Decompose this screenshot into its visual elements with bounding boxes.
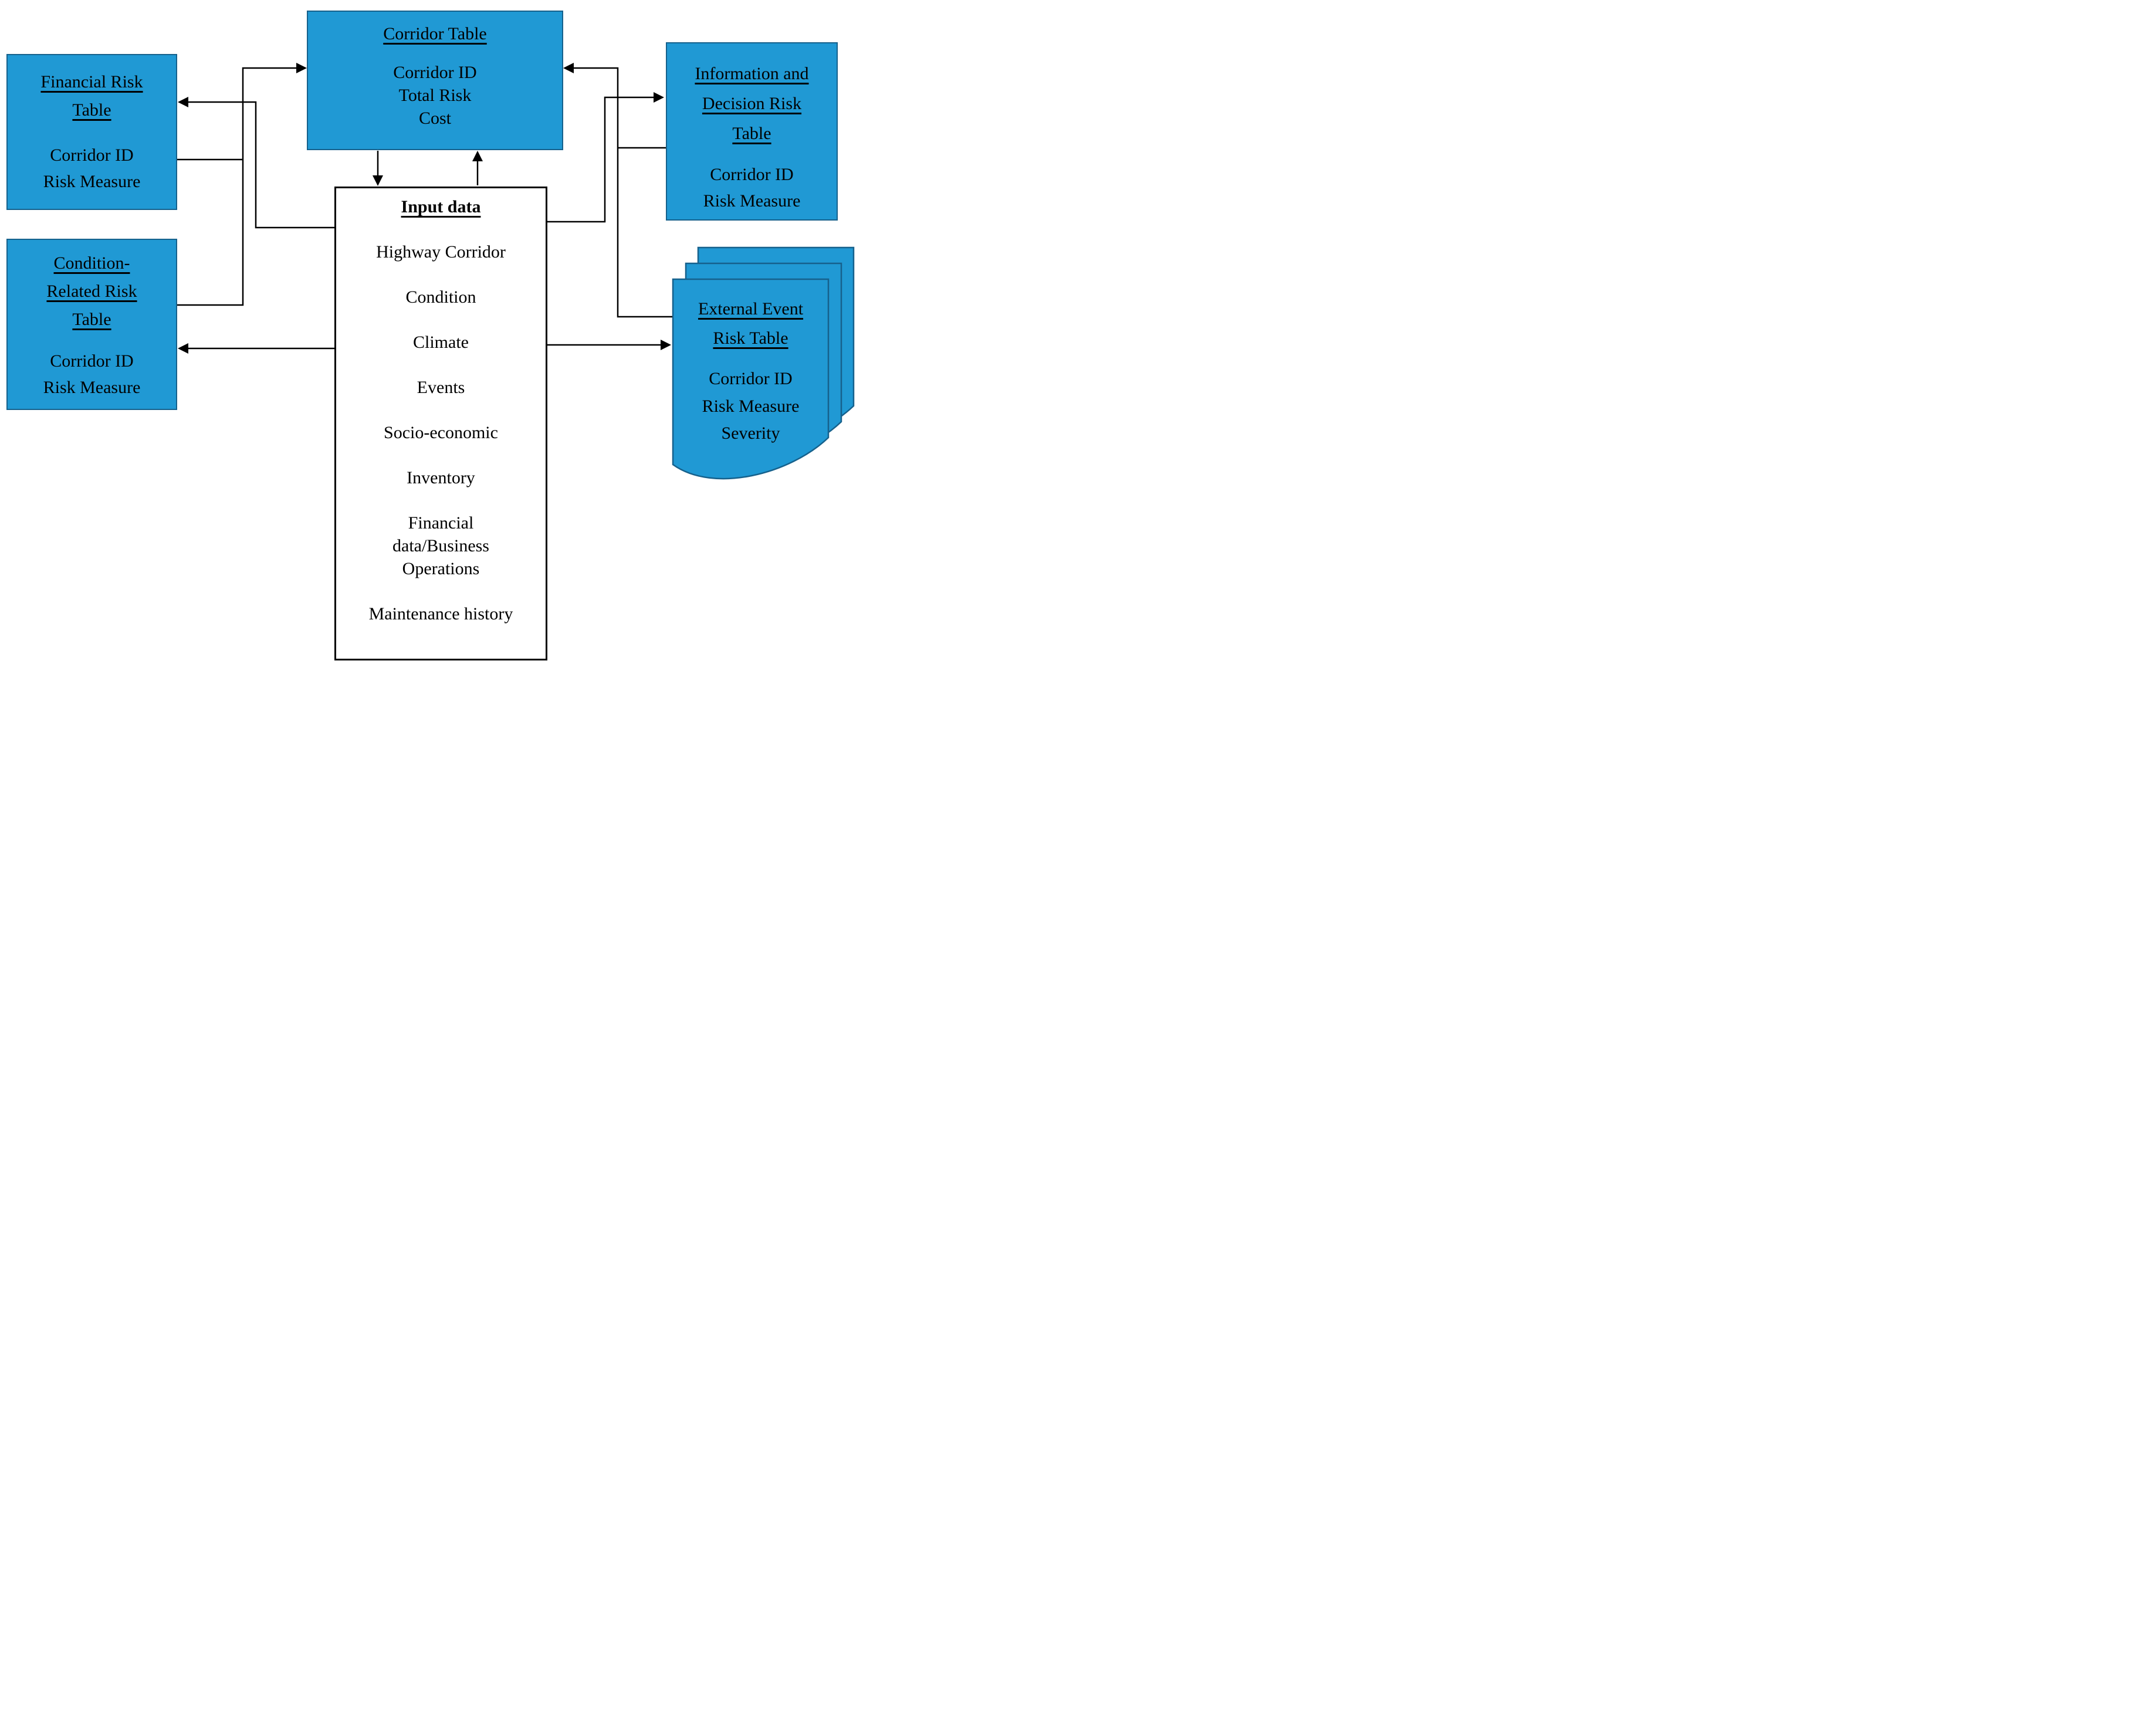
box-field: Risk Measure [702, 396, 800, 416]
external-event-risk-table-box: External Event Risk Table Corridor ID Ri… [673, 279, 828, 443]
box-field: Cost [418, 109, 451, 128]
arrowhead-icon [472, 151, 483, 161]
box-fields: Corridor ID Risk Measure Severity [702, 365, 800, 448]
box-field: Corridor ID [50, 351, 134, 371]
box-title: External Event Risk Table [698, 294, 803, 353]
line-condition-to-corridor [177, 67, 298, 306]
box-field: Risk Measure [703, 191, 801, 211]
input-data-item: Climate [413, 333, 469, 352]
arrowhead-icon [373, 175, 383, 186]
box-field: Corridor ID [393, 63, 477, 82]
box-title-line: Related Risk [46, 282, 137, 301]
box-title-line: Table [732, 124, 771, 143]
box-field: Corridor ID [710, 165, 794, 184]
box-title-line: Table [72, 100, 111, 120]
box-fields: Corridor ID Risk Measure [703, 161, 801, 214]
input-data-item: Inventory [407, 468, 475, 487]
box-field: Risk Measure [43, 378, 141, 397]
input-data-item: Maintenance history [368, 604, 513, 624]
arrowhead-icon [296, 63, 307, 73]
box-title-line: Risk Table [713, 328, 788, 348]
box-fields: Corridor ID Risk Measure [43, 348, 141, 401]
box-field: Total Risk [398, 86, 472, 105]
input-data-item: Highway Corridor [376, 242, 506, 262]
box-field: Risk Measure [43, 172, 141, 191]
box-title-line: Table [72, 310, 111, 329]
box-title: Corridor Table [383, 20, 486, 48]
information-decision-risk-table-box: Information and Decision Risk Table Corr… [666, 42, 838, 221]
box-title-line: Decision Risk [702, 94, 802, 113]
input-data-item: Financial data/Business Operations [392, 513, 489, 578]
arrowhead-icon [563, 63, 574, 73]
box-fields: Corridor ID Risk Measure [43, 142, 141, 195]
arrowhead-icon [178, 343, 188, 354]
input-data-title: Input data [401, 197, 481, 216]
box-fields: Corridor ID Total Risk Cost [393, 61, 476, 130]
box-title-line: Financial Risk [40, 72, 143, 92]
corridor-table-box: Corridor Table Corridor ID Total Risk Co… [307, 11, 563, 150]
input-data-item: Events [417, 378, 465, 397]
financial-risk-table-box: Financial Risk Table Corridor ID Risk Me… [6, 54, 177, 210]
condition-related-risk-table-box: Condition- Related Risk Table Corridor I… [6, 239, 177, 410]
line-external-to-corridor [572, 67, 672, 318]
box-title-line: External Event [698, 299, 804, 319]
arrowhead-icon [661, 340, 671, 350]
box-field: Severity [721, 423, 780, 443]
line-input-to-information [547, 96, 655, 223]
input-data-item: Socio-economic [384, 423, 498, 442]
box-field: Corridor ID [50, 145, 134, 165]
box-field: Corridor ID [709, 369, 793, 388]
box-title: Condition- Related Risk Table [46, 249, 137, 334]
document-page-front [672, 278, 830, 480]
external-event-risk-table-stack [672, 246, 855, 480]
diagram-canvas: Financial Risk Table Corridor ID Risk Me… [0, 0, 862, 685]
box-title: Information and Decision Risk Table [695, 59, 808, 148]
box-title-line: Condition- [53, 253, 130, 273]
box-title-line: Information and [695, 64, 809, 83]
arrowhead-icon [654, 92, 664, 103]
box-title: Financial Risk Table [40, 68, 143, 124]
box-title-line: Corridor Table [383, 24, 487, 43]
input-data-item: Condition [405, 287, 476, 307]
input-data-box: Input data Highway Corridor Condition Cl… [334, 187, 547, 660]
arrowhead-icon [178, 97, 188, 107]
